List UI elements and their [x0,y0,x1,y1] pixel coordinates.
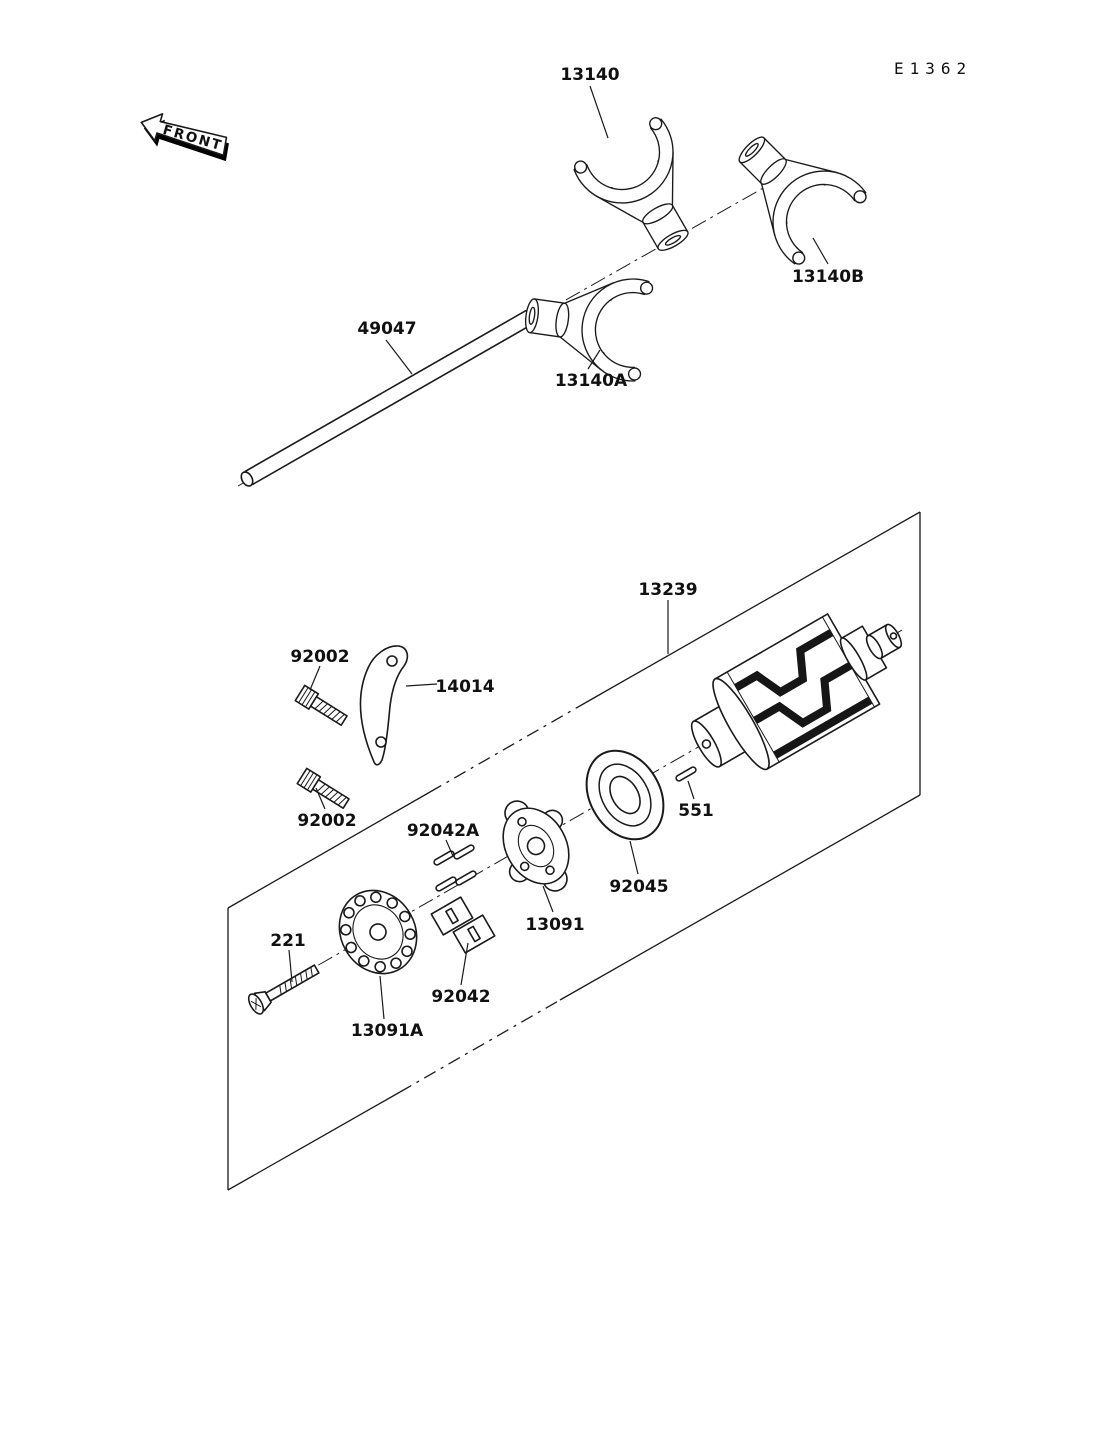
leader-lines [288,85,829,1020]
leader-13140 [589,85,609,139]
part-label-13239: 13239 [638,580,697,600]
ball-bearing-92045 [585,749,665,841]
leader-92002-upper [309,665,321,691]
part-label-13140: 13140 [560,65,619,85]
part-label-92002-lower: 92002 [297,811,356,831]
part-label-551: 551 [678,801,714,821]
part-label-14014: 14014 [435,677,494,697]
part-label-92042: 92042 [431,987,490,1007]
part-label-13140B: 13140B [792,267,864,287]
leader-13091A [379,975,385,1020]
leader-13140A [587,349,601,370]
leader-13091 [542,885,554,913]
part-label-92042A: 92042A [407,821,480,841]
part-labels: 13140 13140B 49047 13140A 13239 92002 14… [270,65,864,1041]
gear-change-drum-13239 [690,613,903,771]
part-label-92002-upper: 92002 [290,647,349,667]
part-label-49047: 49047 [357,319,416,339]
drum-cam-13091A [338,889,418,975]
part-label-13091A: 13091A [351,1021,424,1041]
holder-plate-14014 [359,645,409,766]
leader-92042 [460,942,469,986]
shift-rod-49047 [240,309,536,487]
leader-92045 [629,840,639,875]
cam-holder-13091 [502,800,570,892]
assembly-frame [227,511,921,1191]
part-label-13140A: 13140A [555,371,628,391]
part-label-13091: 13091 [525,915,584,935]
part-label-92045: 92045 [609,877,668,897]
leader-92042A [445,839,454,857]
leader-14014 [405,683,438,687]
leader-92002-lower [315,787,326,810]
drawing-code: E1362 [894,59,972,78]
leader-49047 [385,339,413,375]
leader-551 [687,780,695,800]
leader-221 [288,949,293,983]
part-label-221: 221 [270,931,306,951]
leader-13140B [812,237,829,265]
